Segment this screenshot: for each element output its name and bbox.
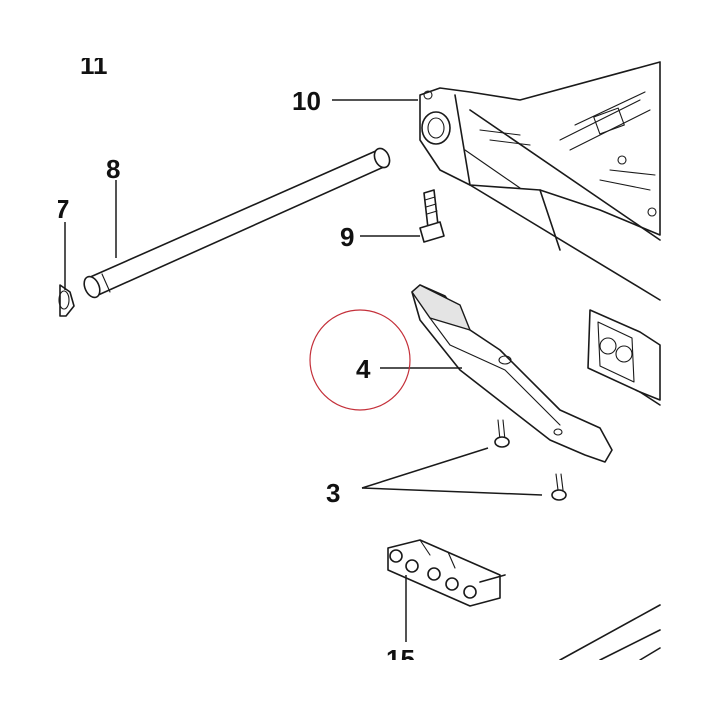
callout-4: 4 xyxy=(356,354,371,384)
part-9-bolt xyxy=(419,189,445,243)
highlight-circle xyxy=(309,309,411,411)
bracket-plate xyxy=(587,309,661,406)
part-10-frame xyxy=(419,61,661,301)
callout-9: 9 xyxy=(340,222,354,252)
top-crop-mask xyxy=(0,0,720,58)
callout-8: 8 xyxy=(106,154,120,184)
callout-10: 10 xyxy=(292,86,321,116)
bottom-crop-mask xyxy=(0,660,720,720)
callout-7: 7 xyxy=(55,194,69,224)
part-15-chain-link xyxy=(387,539,506,607)
part-7-washer xyxy=(58,284,75,317)
leader-lines xyxy=(64,99,543,642)
frame-corner-lines xyxy=(559,604,661,661)
part-8-axle xyxy=(83,147,391,299)
part-4-bracket xyxy=(411,284,613,463)
left-crop-mask xyxy=(0,0,58,720)
callout-3: 3 xyxy=(326,478,340,508)
right-crop-mask xyxy=(662,0,720,720)
part-3-screws xyxy=(494,419,567,501)
